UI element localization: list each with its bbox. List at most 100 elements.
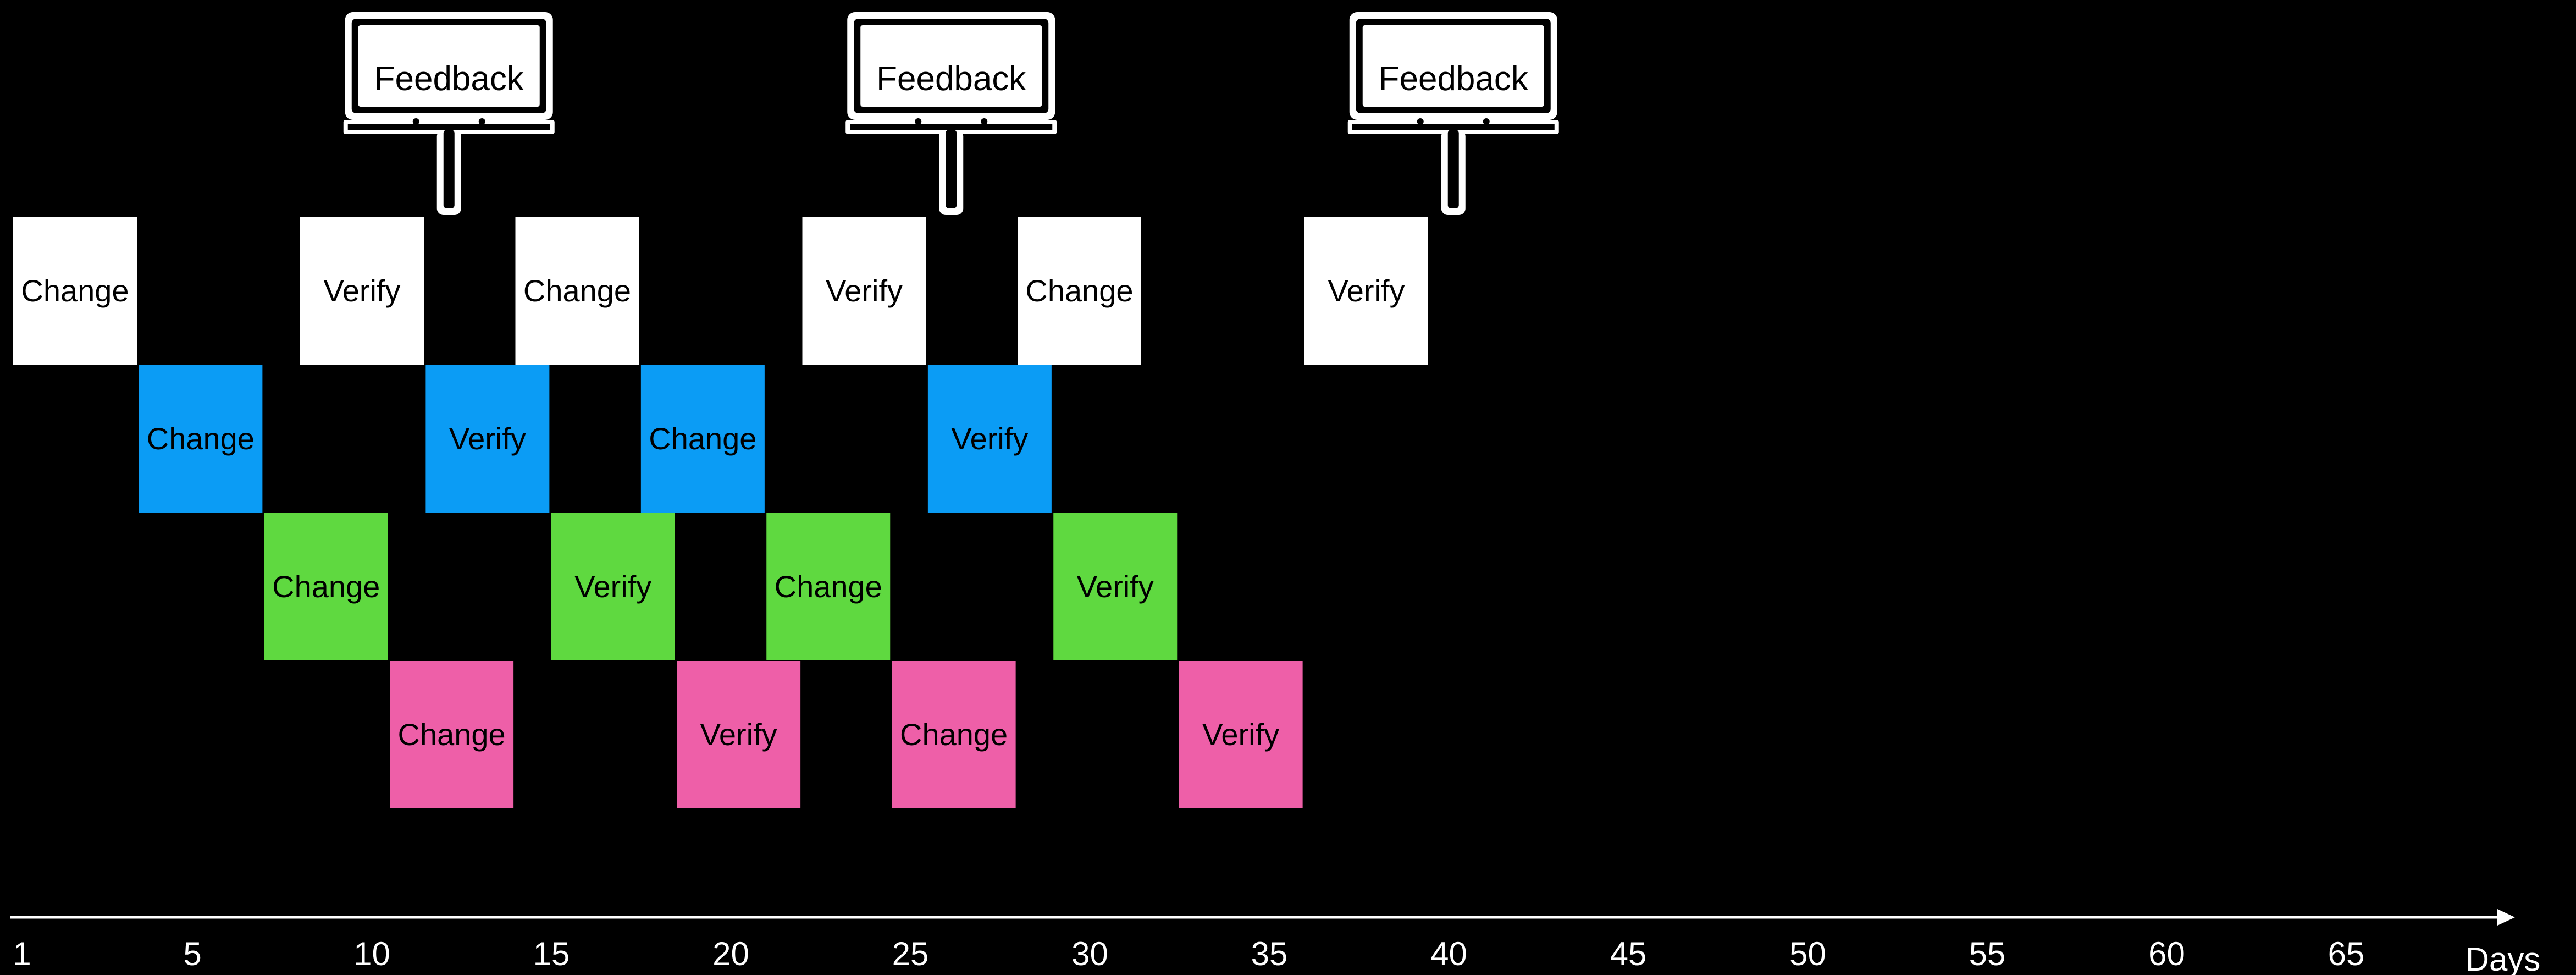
sign-dot-icon bbox=[981, 118, 988, 125]
axis-tick-label: 60 bbox=[2148, 935, 2185, 972]
task-block-box bbox=[551, 513, 675, 660]
task-block-label: Verify bbox=[1328, 273, 1405, 308]
task-block-label: Verify bbox=[1077, 569, 1154, 604]
task-block: Change bbox=[264, 513, 388, 660]
task-block: Verify bbox=[551, 513, 675, 660]
task-block-label: Verify bbox=[1202, 717, 1279, 752]
axis-tick-label: 45 bbox=[1610, 935, 1647, 972]
task-block-label: Verify bbox=[826, 273, 903, 308]
task-block: Change bbox=[640, 365, 765, 513]
feedback-label: Feedback bbox=[1379, 60, 1529, 98]
task-block: Change bbox=[139, 365, 263, 513]
task-block-label: Change bbox=[272, 569, 380, 604]
task-block-box bbox=[1053, 513, 1178, 660]
task-block: Verify bbox=[1053, 513, 1178, 660]
sign-base-gap bbox=[347, 124, 550, 130]
sign-dot-icon bbox=[915, 118, 922, 125]
task-block: Change bbox=[13, 217, 137, 365]
task-block-box bbox=[515, 217, 639, 365]
sign-panel bbox=[1362, 25, 1544, 107]
sign-panel bbox=[860, 25, 1042, 107]
task-block-box bbox=[927, 365, 1052, 513]
feedback-sign: Feedback bbox=[1347, 12, 1559, 215]
task-block: Change bbox=[1018, 217, 1141, 365]
task-block: Verify bbox=[677, 661, 801, 808]
axis-tick-label: 10 bbox=[353, 935, 390, 972]
task-block-box bbox=[264, 513, 388, 660]
task-block-box bbox=[640, 365, 765, 513]
task-block-label: Verify bbox=[449, 421, 526, 456]
task-block: Change bbox=[515, 217, 639, 365]
feedback-label: Feedback bbox=[876, 60, 1026, 98]
axis-tick-label: 55 bbox=[1969, 935, 2006, 972]
row-1: Change Verify Change Verify Change Verify bbox=[13, 217, 1428, 365]
row-4: Change Verify Change Verify bbox=[390, 661, 1303, 808]
task-block: Verify bbox=[1179, 661, 1303, 808]
task-block: Verify bbox=[927, 365, 1052, 513]
task-block: Change bbox=[766, 513, 891, 660]
sign-panel bbox=[358, 25, 540, 107]
task-block-label: Change bbox=[775, 569, 882, 604]
axis-tick-label: 65 bbox=[2328, 935, 2365, 972]
sign-base-gap bbox=[1352, 124, 1555, 130]
task-block-box bbox=[766, 513, 891, 660]
sign-post-gap bbox=[443, 130, 455, 208]
task-block-box bbox=[802, 217, 926, 365]
axis-arrowhead-icon bbox=[2497, 909, 2515, 926]
feedback-signs: Feedback Feedback Feedback bbox=[343, 12, 1559, 215]
axis-tick-label: 25 bbox=[892, 935, 929, 972]
task-block-box bbox=[1018, 217, 1141, 365]
task-block-label: Verify bbox=[700, 717, 777, 752]
task-block-label: Verify bbox=[323, 273, 400, 308]
sign-post-gap bbox=[1447, 130, 1459, 208]
sign-base-gap bbox=[850, 124, 1053, 130]
sign-dot-icon bbox=[1417, 118, 1424, 125]
task-block-box bbox=[1304, 217, 1428, 365]
feedback-sign: Feedback bbox=[845, 12, 1057, 215]
row-2: Change Verify Change Verify bbox=[139, 365, 1052, 513]
task-block-box bbox=[425, 365, 550, 513]
task-block-label: Change bbox=[523, 273, 631, 308]
task-block-box bbox=[1179, 661, 1303, 808]
sign-dot-icon bbox=[478, 118, 485, 125]
task-block: Change bbox=[390, 661, 514, 808]
task-block-box bbox=[300, 217, 424, 365]
task-block: Verify bbox=[300, 217, 424, 365]
task-block-label: Change bbox=[398, 717, 506, 752]
feedback-sign: Feedback bbox=[343, 12, 555, 215]
axis-tick-label: 30 bbox=[1071, 935, 1108, 972]
axis-tick-label: 40 bbox=[1430, 935, 1467, 972]
task-block-label: Change bbox=[900, 717, 1008, 752]
axis-tick-label: 50 bbox=[1789, 935, 1826, 972]
task-block-box bbox=[677, 661, 801, 808]
axis-tick-label: 20 bbox=[712, 935, 749, 972]
axis-tick-label: 15 bbox=[533, 935, 570, 972]
task-block-label: Change bbox=[147, 421, 255, 456]
axis-tick-label: 1 bbox=[13, 935, 31, 972]
row-3: Change Verify Change Verify bbox=[264, 513, 1178, 660]
task-block-label: Change bbox=[649, 421, 756, 456]
task-block-box bbox=[139, 365, 263, 513]
sign-dot-icon bbox=[1483, 118, 1490, 125]
task-block-box bbox=[390, 661, 514, 808]
task-block: Verify bbox=[425, 365, 550, 513]
task-block-label: Verify bbox=[574, 569, 651, 604]
sign-post-gap bbox=[946, 130, 957, 208]
axis-tick-label: 5 bbox=[183, 935, 201, 972]
axis-tick-label: 35 bbox=[1251, 935, 1288, 972]
feedback-label: Feedback bbox=[374, 60, 524, 98]
task-block-box bbox=[13, 217, 137, 365]
task-block-label: Verify bbox=[951, 421, 1028, 456]
task-block-box bbox=[892, 661, 1016, 808]
task-block: Verify bbox=[1304, 217, 1428, 365]
task-block-label: Change bbox=[1025, 273, 1133, 308]
task-block: Verify bbox=[802, 217, 926, 365]
axis-label: Days bbox=[2466, 941, 2541, 975]
sign-dot-icon bbox=[412, 118, 419, 125]
task-block: Change bbox=[892, 661, 1016, 808]
task-block-label: Change bbox=[21, 273, 129, 308]
